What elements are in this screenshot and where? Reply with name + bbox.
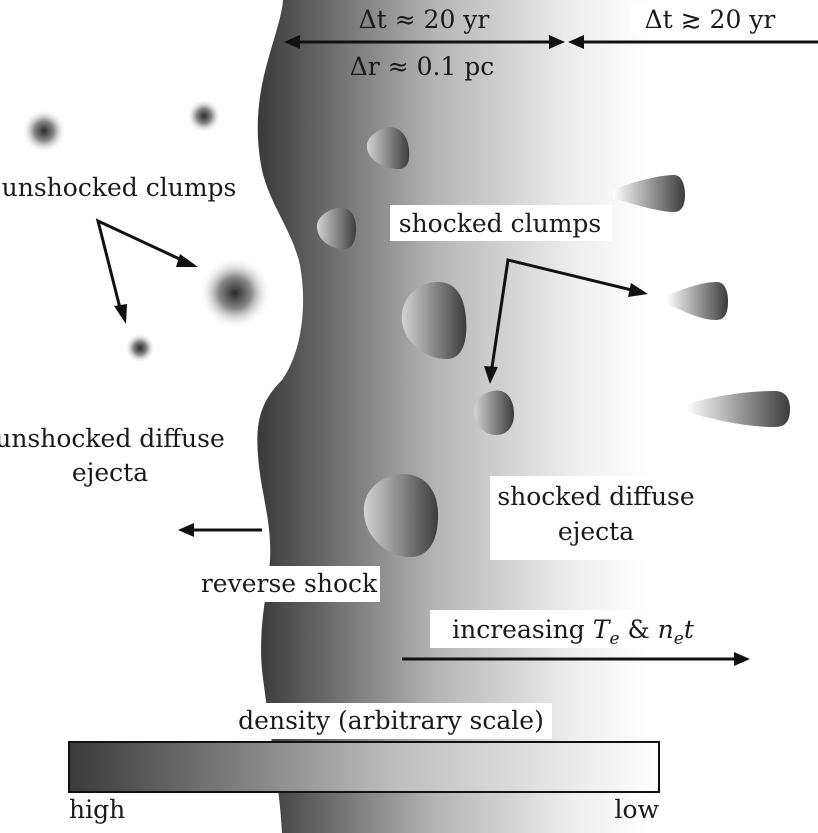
shocked-clump-tail (613, 175, 685, 212)
increasing-arrow (402, 652, 750, 666)
unshocked-clumps-box (6, 170, 234, 204)
shocked-diffuse-box (490, 476, 700, 560)
shocked-clump (316, 207, 356, 249)
outer-interval-label: Δt ≳ 20 yr (645, 5, 776, 34)
reverse-shock-arrow (178, 523, 262, 537)
shocked-clump-tail (666, 282, 728, 320)
shocked-clumps-box (390, 205, 612, 241)
shocked-clump-tail (686, 391, 790, 427)
shocked-clump (401, 281, 467, 360)
shocked-diffuse-label-1: shocked diffuse (497, 482, 694, 511)
timing-arrow-outer (568, 35, 818, 49)
unshocked-clump (22, 109, 66, 153)
unshocked-clumps-pointer (95, 218, 198, 324)
colorbar-low-label: low (615, 795, 660, 824)
timing-arrow-shocked (284, 35, 565, 49)
outer-interval-box (630, 4, 810, 34)
unshocked-diffuse-label-2: ejecta (72, 458, 148, 487)
unshocked-clumps-label: unshocked clumps (2, 173, 237, 202)
increasing-box (430, 610, 716, 648)
density-colorbar (68, 741, 660, 793)
shocked-clump (474, 390, 514, 435)
unshocked-clump (187, 99, 221, 133)
shocked-clump (363, 474, 439, 558)
colorbar-high-label: high (69, 795, 125, 824)
shocked-clumps-pointer (484, 258, 648, 384)
shocked-width-label: Δr ≈ 0.1 pc (350, 52, 495, 81)
reverse-shock-label: reverse shock (201, 569, 378, 598)
increasing-label: increasing Te & net (452, 615, 695, 649)
shocked-diffuse-label-2: ejecta (558, 517, 634, 546)
density-title-box (230, 703, 552, 739)
unshocked-clump (199, 257, 271, 329)
shocked-clumps-label: shocked clumps (399, 209, 602, 238)
unshocked-clump (125, 333, 155, 363)
shocked-clump (366, 127, 410, 170)
colorbar-title: density (arbitrary scale) (238, 706, 544, 735)
unshocked-diffuse-label-1: unshocked diffuse (0, 424, 225, 453)
shocked-interval-label: Δt ≈ 20 yr (359, 5, 490, 34)
reverse-shock-box (196, 566, 380, 602)
